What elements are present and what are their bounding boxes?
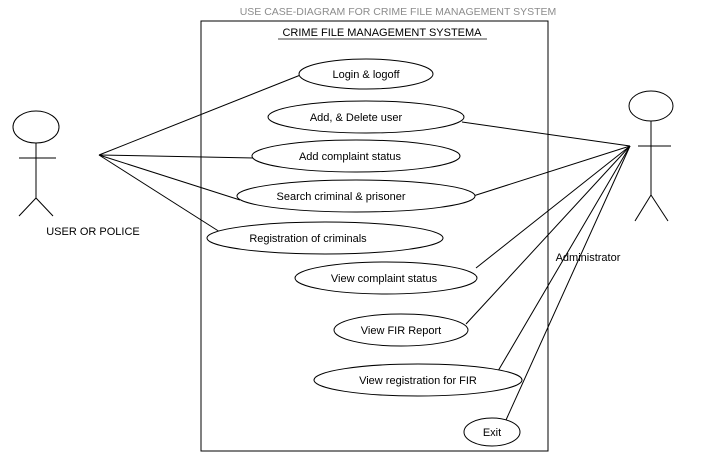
system-title: CRIME FILE MANAGEMENT SYSTEMA (282, 27, 482, 39)
use-case-label: Login & logoff (332, 69, 400, 81)
association-admin-adddelete (461, 121, 631, 147)
actor-right-leg (650, 194, 669, 222)
use-case-label: View complaint status (331, 273, 438, 285)
association-user-registration (98, 154, 221, 233)
use-case-registration-criminals: Registration of criminals (206, 221, 444, 255)
association-admin-search (469, 145, 631, 198)
association-admin-exit (505, 145, 631, 421)
actor-label-admin: Administrator (556, 252, 621, 264)
actor-administrator: Administrator (556, 90, 674, 264)
use-case-view-registration-fir: View registration for FIR (313, 363, 523, 397)
diagram-title: USE CASE-DIAGRAM FOR CRIME FILE MANAGEME… (240, 6, 557, 18)
use-case-view-complaint-status: View complaint status (294, 261, 478, 295)
system-boundary (200, 20, 549, 452)
association-admin-viewreg (497, 145, 631, 372)
use-case-add-complaint-status: Add complaint status (251, 139, 461, 173)
use-case-label: View FIR Report (361, 325, 442, 337)
use-case-label: Add, & Delete user (310, 112, 403, 124)
use-case-exit: Exit (463, 417, 521, 447)
actor-left-leg (18, 197, 37, 217)
association-user-addcomplaint (98, 154, 255, 159)
association-admin-viewfir (465, 145, 631, 325)
actor-left-leg (634, 194, 652, 222)
actor-right-leg (35, 197, 54, 217)
actor-head (628, 90, 674, 122)
actor-head (12, 110, 60, 144)
use-case-label: Exit (483, 427, 501, 439)
use-case-add-delete-user: Add, & Delete user (267, 100, 465, 134)
association-lines (98, 73, 631, 421)
use-case-login: Login & logoff (298, 58, 434, 90)
use-case-label: View registration for FIR (359, 375, 477, 387)
association-user-login (98, 73, 304, 156)
association-admin-viewcomplaint (475, 145, 631, 269)
association-user-search (98, 154, 241, 201)
use-case-label: Registration of criminals (249, 233, 367, 245)
actor-label-user: USER OR POLICE (46, 226, 140, 238)
use-case-label: Add complaint status (299, 151, 402, 163)
use-case-search-criminal: Search criminal & prisoner (236, 179, 476, 213)
use-case-label: Search criminal & prisoner (277, 191, 406, 203)
use-case-view-fir-report: View FIR Report (333, 313, 469, 347)
actor-user-or-police: USER OR POLICE (12, 110, 140, 238)
